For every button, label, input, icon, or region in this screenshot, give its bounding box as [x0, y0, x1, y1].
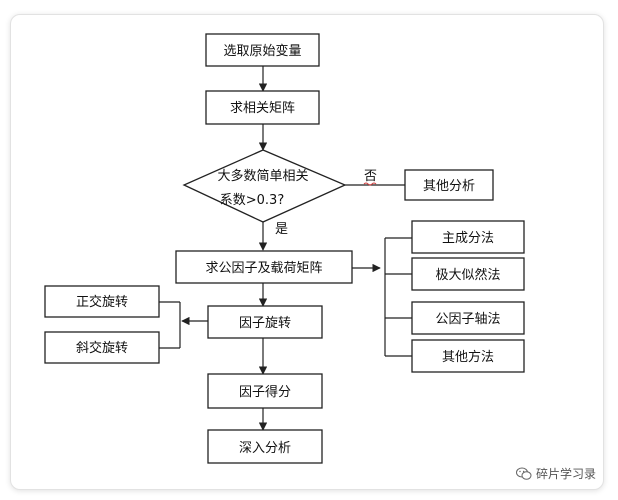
node-oblique-rot	[44, 331, 160, 364]
node-orthogonal-rot	[44, 285, 160, 318]
watermark-text: 碎片学习录	[535, 467, 596, 481]
node-factor-scores-label: 因子得分	[239, 384, 291, 400]
node-principal-comp	[411, 220, 525, 254]
node-deep-analysis	[207, 429, 323, 464]
no-label-underline	[363, 182, 377, 186]
node-max-likelihood-label: 极大似然法	[435, 267, 500, 283]
edge-no-label: 否	[364, 169, 377, 184]
node-principal-comp-label: 主成分法	[442, 231, 494, 246]
node-factor-rotation-label: 因子旋转	[239, 316, 291, 331]
node-decision	[182, 149, 347, 223]
node-other-methods-label: 其他方法	[442, 349, 494, 365]
node-other-analysis	[404, 169, 494, 201]
node-other-methods	[411, 339, 525, 373]
node-decision-line1: 大多数简单相关	[217, 168, 308, 184]
watermark: 碎片学习录	[515, 465, 596, 482]
node-factor-scores	[207, 373, 323, 409]
node-oblique-rot-label: 斜交旋转	[76, 340, 128, 356]
wechat-icon	[515, 467, 532, 480]
node-factor-rotation	[207, 305, 323, 339]
node-principal-axis	[411, 301, 525, 335]
node-corr-matrix	[205, 90, 320, 125]
node-principal-axis-label: 公因子轴法	[435, 312, 500, 327]
node-decision-line2: 系数>0.3?	[220, 193, 284, 208]
connectors	[159, 66, 412, 431]
node-select-vars-label: 选取原始变量	[223, 43, 301, 59]
edge-yes-label: 是	[275, 222, 288, 237]
node-other-analysis-label: 其他分析	[423, 179, 475, 194]
node-select-vars	[205, 33, 320, 67]
node-deep-analysis-label: 深入分析	[239, 441, 291, 456]
node-corr-matrix-label: 求相关矩阵	[230, 101, 295, 116]
node-orthogonal-rot-label: 正交旋转	[76, 294, 128, 310]
node-loading-matrix	[175, 250, 353, 284]
node-loading-matrix-label: 求公因子及载荷矩阵	[205, 261, 322, 276]
node-max-likelihood	[411, 257, 525, 291]
